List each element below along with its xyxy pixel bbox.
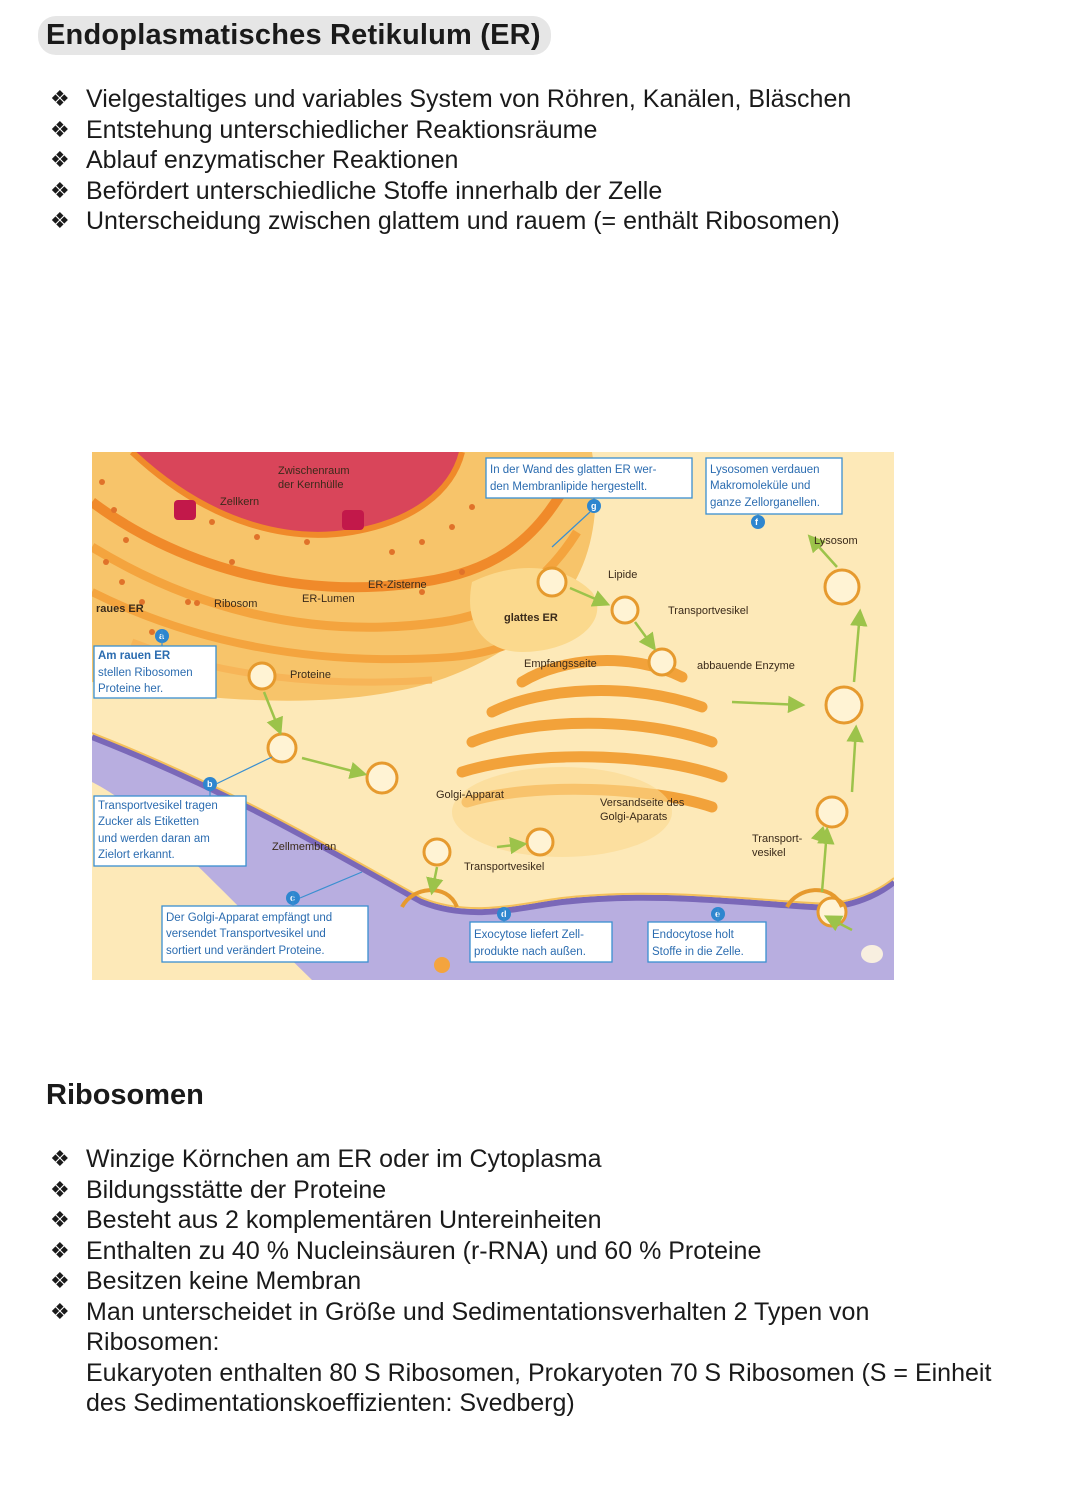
label-abbauende-enzyme: abbauende Enzyme [697, 660, 795, 672]
label-zwischenraum: Zwischenraum [278, 465, 350, 477]
ribosomen-bullet-list: ❖Winzige Körnchen am ER oder im Cytoplas… [46, 1144, 1056, 1419]
badge-g [587, 499, 601, 513]
badge-f [751, 515, 765, 529]
er-bullet-list: ❖Vielgestaltiges und variables System vo… [46, 84, 1056, 237]
list-item: ❖ Man unterscheidet in Größe und Sedimen… [50, 1297, 992, 1418]
er-cisterna [92, 489, 567, 593]
list-item: ❖Befördert unterschiedliche Stoffe inner… [50, 176, 663, 205]
label-empfangsseite: Empfangsseite [524, 658, 597, 670]
svg-text:produkte nach außen.: produkte nach außen. [474, 946, 586, 958]
bullet-diamond-icon: ❖ [50, 86, 70, 111]
list-item: ❖Besteht aus 2 komplementären Untereinhe… [50, 1206, 602, 1234]
label-raues-er: raues ER [96, 603, 144, 615]
svg-text:f: f [755, 517, 759, 527]
nuclear-pore [342, 510, 364, 530]
label-er-lumen: ER-Lumen [302, 593, 355, 605]
caption-box-a [93, 645, 217, 699]
bullet-diamond-icon: ❖ [50, 177, 70, 203]
label-zellkern: Zellkern [220, 496, 259, 508]
bullet-diamond-icon: ❖ [50, 1237, 70, 1263]
er-section-title: Endoplasmatisches Retikulum (ER) [38, 16, 551, 55]
list-item: ❖Bildungsstätte der Proteine [50, 1175, 387, 1204]
bullet-diamond-icon: ❖ [50, 1176, 70, 1202]
svg-text:Proteine her.: Proteine her. [98, 683, 163, 695]
svg-text:stellen Ribosomen: stellen Ribosomen [98, 667, 193, 679]
bullet-diamond-icon: ❖ [50, 147, 70, 172]
bullet-diamond-icon: ❖ [50, 1268, 70, 1293]
svg-text:Zielort erkannt.: Zielort erkannt. [98, 849, 175, 861]
svg-text:Am rauen ER: Am rauen ER [98, 650, 171, 662]
list-item: ❖Vielgestaltiges und variables System vo… [50, 85, 852, 113]
cell-diagram: Zwischenraum der Kernhülle Zellkern Ribo… [92, 452, 894, 980]
label-transportvesikel-bottom: Transportvesikel [464, 861, 544, 873]
bullet-diamond-icon: ❖ [50, 116, 70, 142]
svg-text:Lysosomen verdauen: Lysosomen verdauen [710, 464, 820, 476]
svg-text:Stoffe in die Zelle.: Stoffe in die Zelle. [652, 946, 744, 958]
nuclear-pore [174, 500, 196, 520]
label-ribosom: Ribosom [214, 598, 257, 610]
bullet-diamond-icon: ❖ [50, 1298, 70, 1324]
label-proteine: Proteine [290, 669, 331, 681]
list-item: ❖Enthalten zu 40 % Nucleinsäuren (r-RNA)… [50, 1236, 762, 1265]
bullet-diamond-icon: ❖ [50, 1146, 70, 1171]
caption-box-g [485, 457, 693, 499]
flow-arrows [262, 534, 868, 932]
label-golgi-aparats: Golgi-Aparats [600, 811, 668, 823]
svg-text:Der Golgi-Apparat empfängt und: Der Golgi-Apparat empfängt und [166, 912, 332, 924]
svg-text:Zucker als Etiketten: Zucker als Etiketten [98, 816, 199, 828]
label-lysosom: Lysosom [814, 535, 858, 547]
list-item: ❖Besitzen keine Membran [50, 1267, 362, 1295]
cell-diagram-svg: Zwischenraum der Kernhülle Zellkern Ribo… [92, 452, 894, 980]
label-golgi-apparat: Golgi-Apparat [436, 789, 504, 801]
caption-box-c [161, 905, 369, 963]
cell-membrane [92, 734, 894, 916]
nucleus [132, 452, 462, 535]
label-lipide: Lipide [608, 569, 637, 581]
svg-text:b: b [207, 779, 213, 789]
ribosomen-section-title: Ribosomen [46, 1079, 204, 1111]
label-kernhuelle: der Kernhülle [278, 479, 343, 491]
svg-text:sortiert und verändert Protein: sortiert und verändert Proteine. [166, 945, 325, 957]
caption-box-d [469, 921, 613, 963]
caption-box-b [93, 795, 247, 867]
svg-text:Endocytose holt: Endocytose holt [652, 929, 735, 941]
caption-box-e [647, 921, 767, 963]
label-transportvesikel-top: Transportvesikel [668, 605, 748, 617]
bullet-diamond-icon: ❖ [50, 208, 70, 233]
svg-text:g: g [591, 501, 597, 511]
label-glattes-er: glattes ER [504, 612, 558, 624]
list-item: ❖Entstehung unterschiedlicher Reaktionsr… [50, 115, 598, 144]
label-zellmembran: Zellmembran [272, 841, 336, 853]
label-er-zisterne: ER-Zisterne [368, 579, 427, 591]
label-vesikel: vesikel [752, 847, 786, 859]
list-item: ❖Winzige Körnchen am ER oder im Cytoplas… [50, 1145, 602, 1173]
badge-b [203, 777, 217, 791]
svg-text:Makromoleküle und: Makromoleküle und [710, 480, 810, 492]
list-item: ❖Ablauf enzymatischer Reaktionen [50, 146, 459, 174]
svg-text:und werden daran am: und werden daran am [98, 833, 210, 845]
svg-text:Transportvesikel tragen: Transportvesikel tragen [98, 800, 218, 812]
bullet-diamond-icon: ❖ [50, 1207, 70, 1232]
list-item: ❖Unterscheidung zwischen glattem und rau… [50, 207, 840, 235]
svg-text:In der Wand des glatten ER wer: In der Wand des glatten ER wer- [490, 464, 657, 476]
caption-box-f [705, 457, 843, 515]
svg-text:Exocytose liefert Zell-: Exocytose liefert Zell- [474, 929, 584, 941]
label-versandseite: Versandseite des [600, 797, 685, 809]
svg-text:ganze Zellorganellen.: ganze Zellorganellen. [710, 497, 820, 509]
svg-text:versendet Transportvesikel und: versendet Transportvesikel und [166, 928, 326, 940]
ribosome-dots [99, 474, 515, 635]
svg-text:den Membranlipide hergestellt.: den Membranlipide hergestellt. [490, 481, 647, 493]
label-transport: Transport- [752, 833, 803, 845]
